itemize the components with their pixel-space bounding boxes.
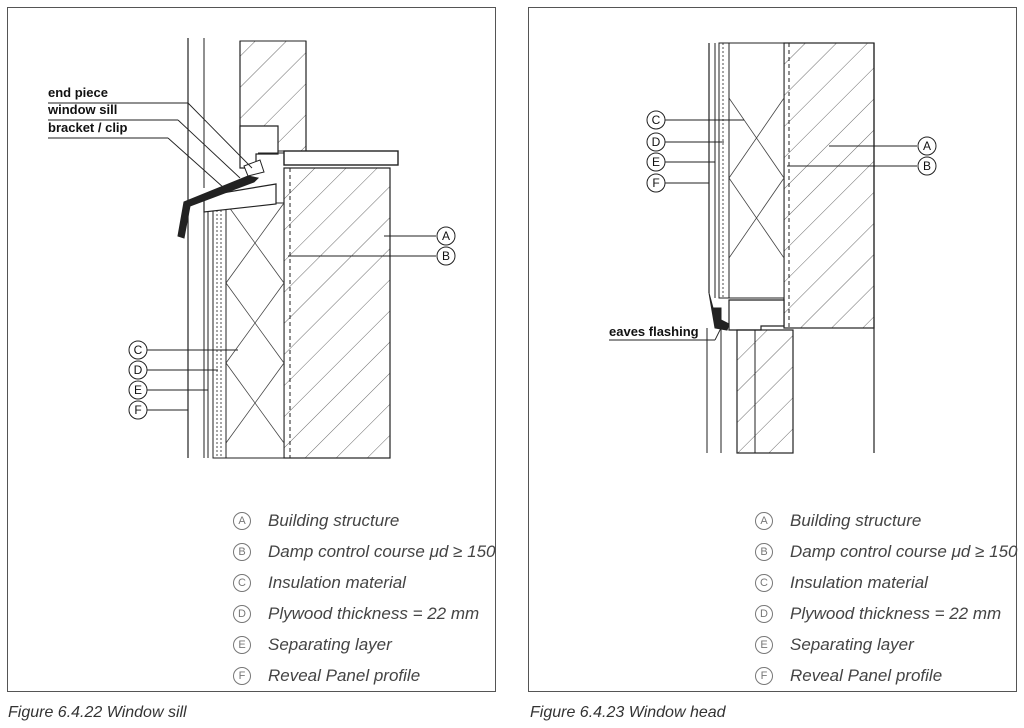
window-head-frame	[728, 299, 785, 331]
legend-item: F Reveal Panel profile	[755, 660, 1024, 691]
marker-b: B	[923, 159, 931, 173]
window-head-figure: eaves flashing A B C D E F A Building st…	[528, 7, 1017, 692]
window-sill-figure: end piece window sill bracket / clip A B…	[7, 7, 496, 692]
sill-board	[283, 150, 399, 166]
legend-text: Insulation material	[268, 572, 406, 592]
legend-item: F Reveal Panel profile	[233, 660, 563, 691]
marker-d: D	[134, 363, 143, 377]
plywood	[718, 42, 730, 299]
marker-c: C	[134, 343, 143, 357]
legend: A Building structure B Damp control cour…	[233, 505, 563, 691]
legend-item: B Damp control course μd ≥ 150	[755, 536, 1024, 567]
legend-key: B	[233, 542, 251, 561]
legend-item: B Damp control course μd ≥ 150	[233, 536, 563, 567]
legend-text: Damp control course μd ≥ 150	[268, 541, 496, 561]
legend-key: A	[755, 511, 773, 530]
lower-structure	[736, 329, 794, 454]
marker-d: D	[652, 135, 661, 149]
legend-key: C	[233, 573, 251, 592]
legend: A Building structure B Damp control cour…	[755, 505, 1024, 691]
sloped-sill	[177, 175, 260, 239]
figure-caption-left: Figure 6.4.22 Window sill	[8, 704, 187, 721]
legend-key: E	[755, 635, 773, 654]
legend-text: Damp control course μd ≥ 150	[790, 541, 1018, 561]
legend-key: E	[233, 635, 251, 654]
marker-f: F	[134, 403, 141, 417]
window-head-drawing: eaves flashing A B C D E F	[609, 42, 937, 454]
legend-key: F	[233, 666, 251, 685]
legend-key: D	[233, 604, 251, 623]
marker-f: F	[652, 176, 659, 190]
legend-text: Building structure	[790, 510, 922, 530]
insulation	[728, 42, 785, 299]
legend-item: A Building structure	[233, 505, 563, 536]
legend-item: D Plywood thickness = 22 mm	[755, 598, 1024, 629]
building-structure	[783, 42, 875, 329]
legend-item: C Insulation material	[233, 567, 563, 598]
legend-item: C Insulation material	[755, 567, 1024, 598]
marker-a: A	[442, 229, 450, 243]
marker-a: A	[923, 139, 931, 153]
legend-text: Reveal Panel profile	[790, 665, 943, 685]
legend-text: Reveal Panel profile	[268, 665, 421, 685]
bracket-clip-label: bracket / clip	[48, 120, 128, 135]
sill-bracket	[203, 183, 277, 213]
legend-item: A Building structure	[755, 505, 1024, 536]
legend-text: Separating layer	[268, 634, 392, 654]
insulation	[225, 202, 285, 459]
legend-key: B	[755, 542, 773, 561]
legend-key: C	[755, 573, 773, 592]
building-structure-lower	[283, 167, 391, 459]
marker-c: C	[652, 113, 661, 127]
legend-item: E Separating layer	[755, 629, 1024, 660]
marker-e: E	[134, 383, 142, 397]
legend-key: F	[755, 666, 773, 685]
plywood	[212, 205, 227, 459]
window-sill-label: window sill	[47, 102, 117, 117]
legend-text: Building structure	[268, 510, 400, 530]
eaves-flashing-label: eaves flashing	[609, 324, 699, 339]
figure-caption-right: Figure 6.4.23 Window head	[530, 704, 726, 721]
legend-item: D Plywood thickness = 22 mm	[233, 598, 563, 629]
eaves-flashing	[708, 292, 730, 331]
window-frame	[239, 125, 279, 169]
window-sill-drawing: end piece window sill bracket / clip A B…	[47, 38, 456, 459]
end-piece-label: end piece	[48, 85, 108, 100]
legend-text: Plywood thickness = 22 mm	[268, 603, 480, 623]
marker-e: E	[652, 155, 660, 169]
legend-text: Plywood thickness = 22 mm	[790, 603, 1002, 623]
legend-key: D	[755, 604, 773, 623]
legend-text: Separating layer	[790, 634, 914, 654]
legend-item: E Separating layer	[233, 629, 563, 660]
legend-text: Insulation material	[790, 572, 928, 592]
marker-b: B	[442, 249, 450, 263]
legend-key: A	[233, 511, 251, 530]
